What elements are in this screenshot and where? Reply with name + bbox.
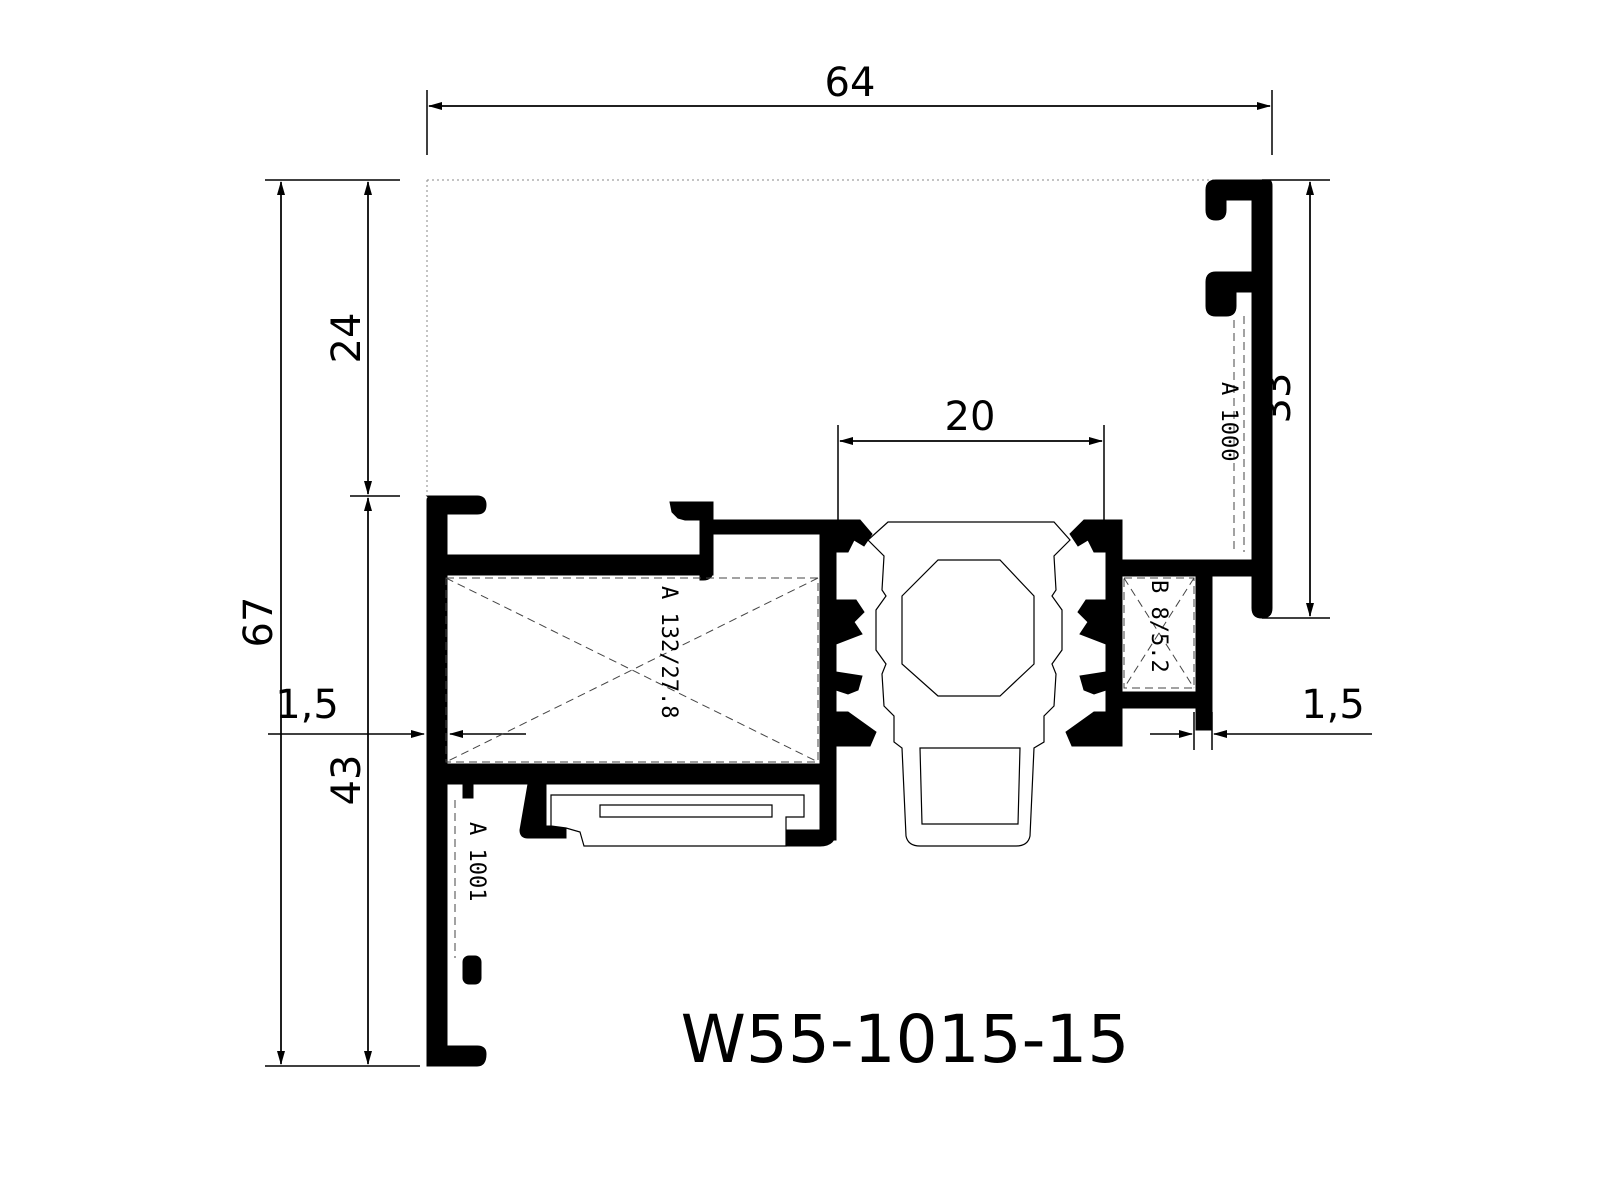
- aluminium-profile-right: [1105, 179, 1273, 747]
- main-chamber: A 132/27.8: [445, 577, 819, 763]
- upper-height-label: 24: [324, 313, 370, 364]
- overall-width-label: 64: [825, 60, 876, 106]
- lower-accessory: A 1001: [454, 800, 489, 958]
- dimension-left-wall: 1,5: [268, 682, 526, 738]
- profile-code: W55-1015-15: [681, 1001, 1130, 1078]
- right-wall-label: 1,5: [1301, 682, 1365, 728]
- dimension-overall-height: 67: [236, 179, 420, 1067]
- accessory-main-label: A 132/27.8: [656, 586, 681, 718]
- accessory-bottom-label: A 1001: [464, 822, 489, 901]
- left-wall-label: 1,5: [275, 682, 339, 728]
- bounding-guides: [426, 179, 1245, 495]
- accessory-block-label: B 8/5.2: [1146, 580, 1171, 673]
- overall-height-label: 67: [236, 597, 282, 648]
- lower-height-label: 43: [324, 755, 370, 806]
- aluminium-profile-left: [425, 495, 837, 1067]
- dimension-upper-lower-height: 24 43: [324, 181, 400, 1065]
- glazing-block: B 8/5.2: [1123, 577, 1195, 689]
- dimension-right-wall: 1,5: [1150, 682, 1372, 750]
- thermal-break: [835, 519, 1107, 847]
- dimension-thermal-break: 20: [837, 394, 1105, 520]
- accessory-right-label: A 1000: [1216, 382, 1241, 461]
- dimension-overall-width: 64: [426, 60, 1273, 155]
- lower-insert: [550, 794, 805, 847]
- right-accessory: A 1000: [1216, 316, 1245, 552]
- thermal-break-label: 20: [945, 394, 996, 440]
